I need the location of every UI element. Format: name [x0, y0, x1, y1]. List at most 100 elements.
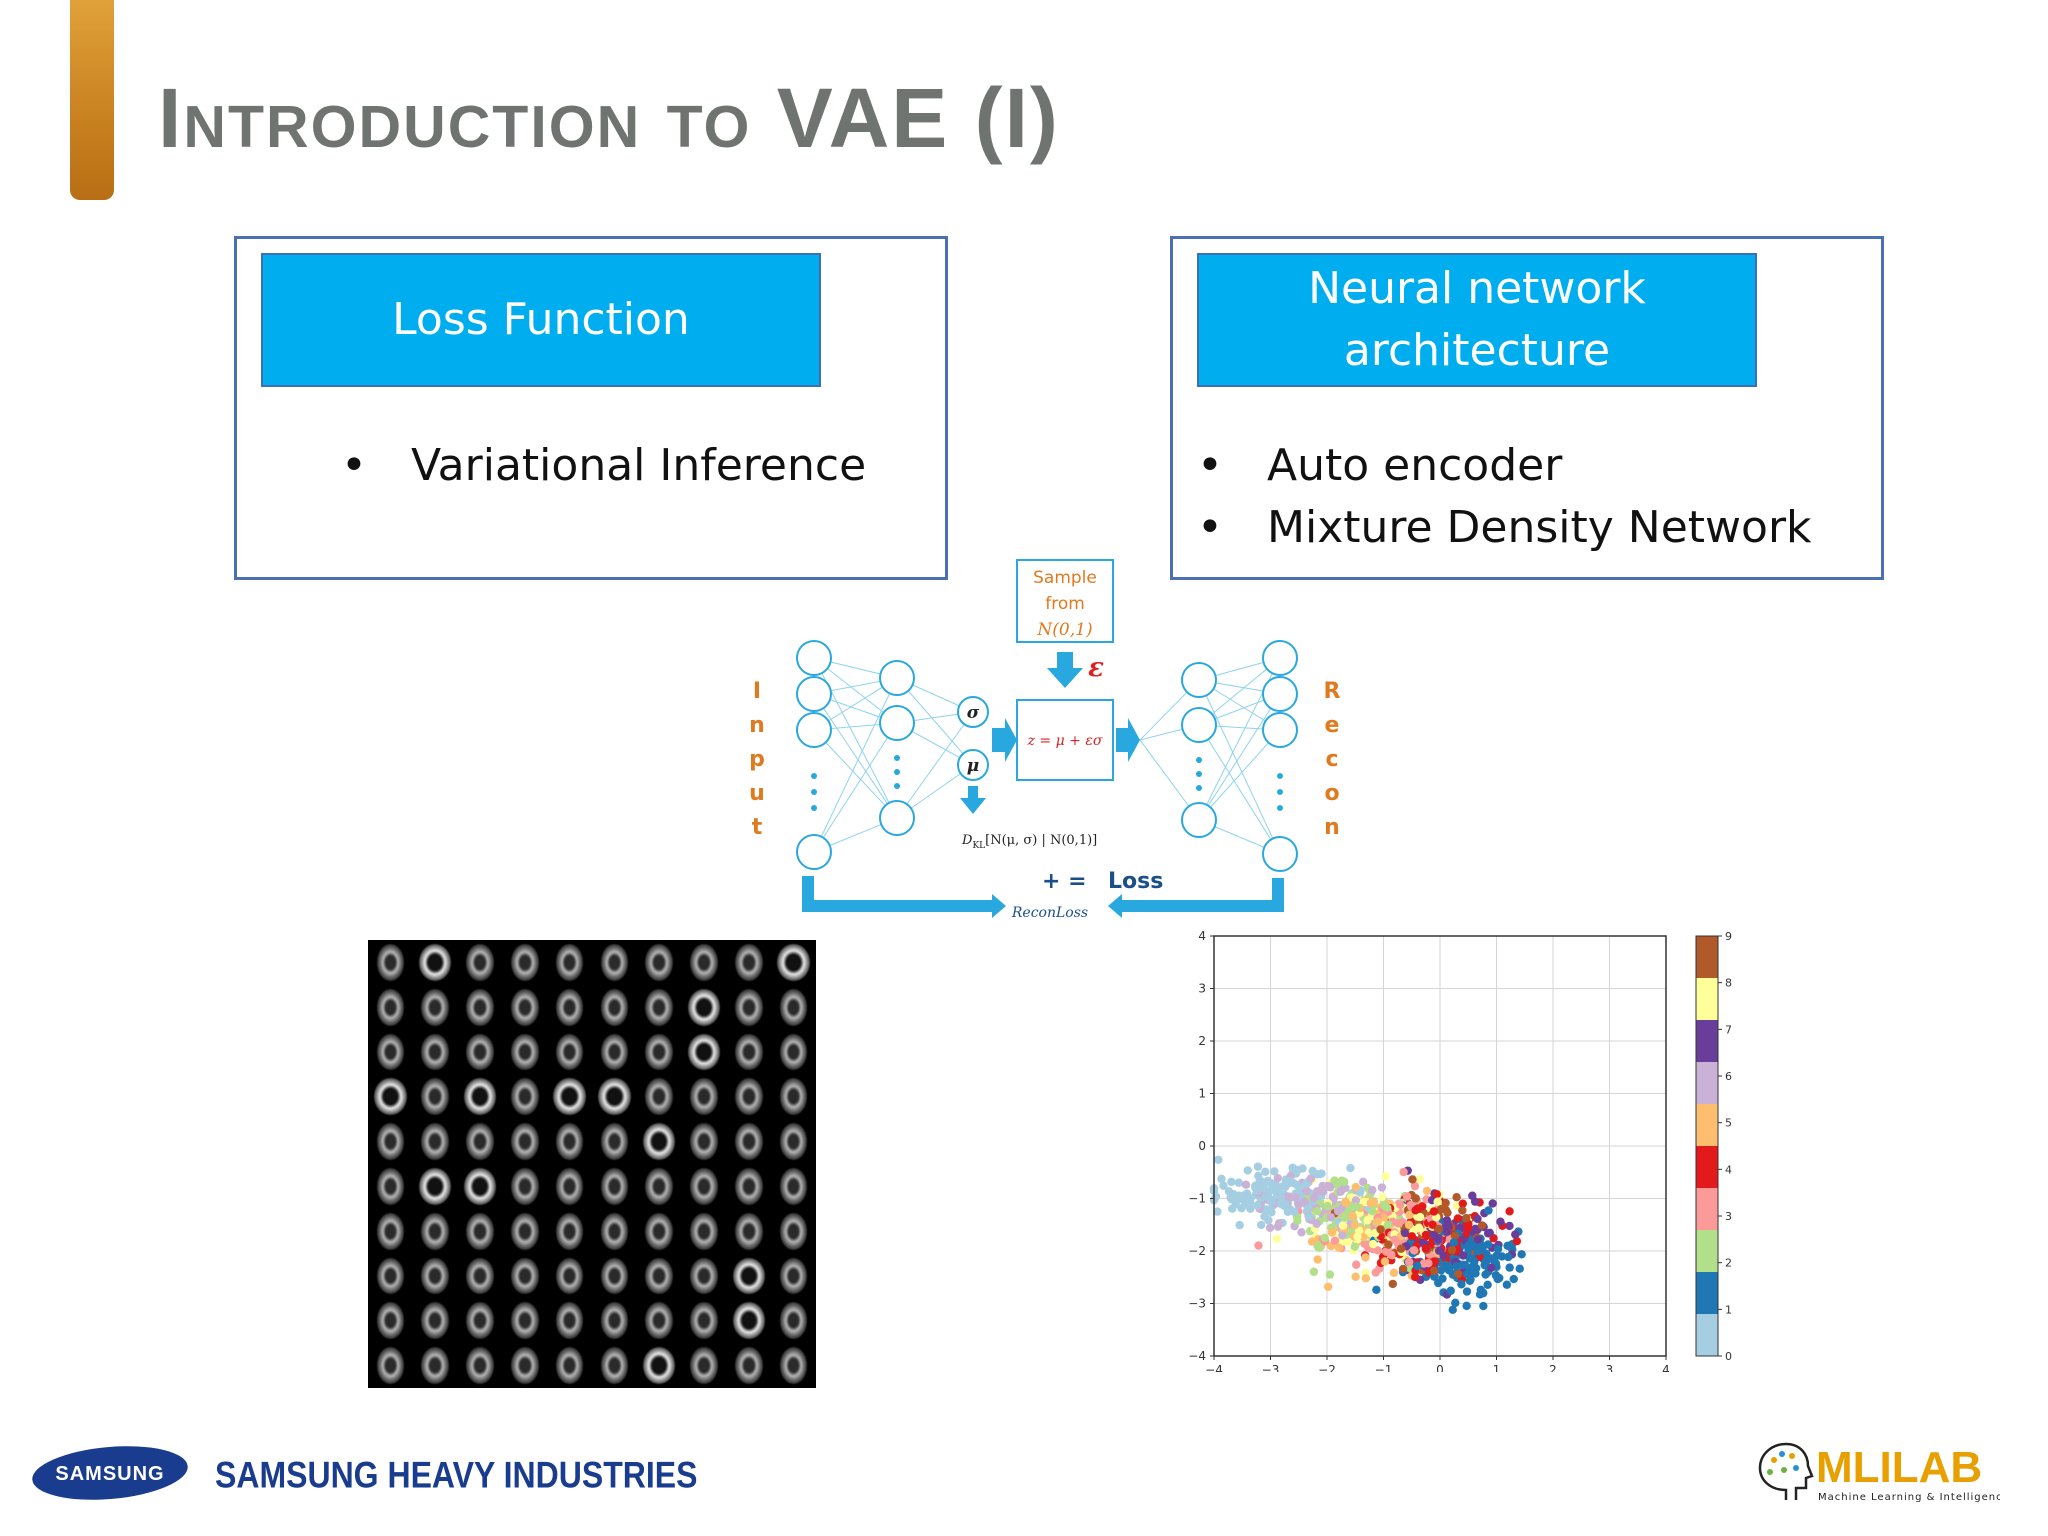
ellipsis-dots — [811, 755, 1283, 811]
connection-line — [1198, 729, 1281, 821]
y-tick-label: 4 — [1198, 929, 1206, 943]
scatter-point — [1368, 1207, 1377, 1216]
digit-image — [779, 1212, 808, 1250]
digit-image — [510, 1302, 539, 1340]
scatter-point — [1264, 1216, 1273, 1225]
architecture-header: Neural network architecture — [1197, 253, 1757, 387]
reconstruction-cell — [592, 1254, 637, 1299]
scatter-point — [1470, 1197, 1480, 1206]
scatter-point — [1352, 1260, 1361, 1269]
colorbar-segment — [1696, 1020, 1718, 1062]
digit-image — [645, 1033, 674, 1071]
x-tick-label: −4 — [1205, 1363, 1223, 1372]
digit-image — [510, 1033, 539, 1071]
digit-image — [421, 1257, 450, 1295]
digit-image — [419, 944, 452, 981]
reconstruction-cell — [413, 1164, 458, 1209]
reconstruction-cell — [771, 1164, 816, 1209]
reconstruction-cell — [458, 985, 503, 1030]
scatter-point — [1476, 1285, 1486, 1295]
reconstruction-cell — [771, 1254, 816, 1299]
scatter-point — [1298, 1164, 1307, 1173]
scatter-point — [1486, 1263, 1496, 1272]
reconstruction-cell — [682, 940, 727, 985]
digit-image — [421, 988, 450, 1026]
scatter-point — [1211, 1192, 1221, 1201]
digit-image — [376, 1168, 405, 1205]
architecture-bullets: Auto encoder Mixture Density Network — [1197, 435, 1812, 559]
scatter-point — [1390, 1235, 1399, 1245]
digit-image — [510, 988, 539, 1026]
digit-image — [421, 1212, 450, 1250]
recon-letter: n — [1324, 815, 1340, 840]
scatter-point — [1361, 1274, 1371, 1283]
digit-image — [376, 1347, 405, 1384]
scatter-point — [1511, 1230, 1520, 1239]
loss-label: Loss — [1108, 869, 1163, 894]
scatter-point — [1441, 1198, 1450, 1208]
scatter-point — [1483, 1229, 1493, 1238]
scatter-point — [1229, 1189, 1238, 1199]
input-node — [796, 676, 832, 712]
scatter-point — [1433, 1197, 1442, 1206]
y-tick-label: −4 — [1188, 1349, 1206, 1363]
digit-image — [376, 944, 405, 981]
reconstruction-cell — [458, 1030, 503, 1075]
reconstruction-cell — [547, 1074, 592, 1119]
scatter-point — [1462, 1213, 1471, 1223]
scatter-point — [1402, 1192, 1412, 1201]
digit-image — [421, 1078, 450, 1116]
x-tick-label: −2 — [1318, 1363, 1336, 1372]
scatter-point — [1316, 1169, 1325, 1179]
scatter-point — [1265, 1223, 1275, 1232]
kl-arrow — [960, 786, 986, 814]
scatter-point — [1336, 1187, 1345, 1196]
scatter-point — [1453, 1214, 1463, 1223]
colorbar-segment — [1696, 1314, 1718, 1356]
reconstruction-cell — [547, 1298, 592, 1343]
scatter-point — [1484, 1206, 1493, 1215]
y-tick-label: −3 — [1188, 1297, 1206, 1311]
reconstruction-cell — [592, 1164, 637, 1209]
sigma-symbol: σ — [967, 703, 980, 723]
digit-image — [466, 1257, 494, 1295]
reconstruction-cell — [726, 1164, 771, 1209]
digit-image — [555, 944, 584, 981]
reconstruction-cell — [547, 1209, 592, 1254]
scatter-point — [1405, 1257, 1414, 1267]
scatter-point — [1483, 1240, 1493, 1249]
epsilon-arrow — [1047, 652, 1083, 688]
reconstruction-cell — [771, 1298, 816, 1343]
colorbar-segment — [1696, 1104, 1718, 1146]
scatter-point — [1462, 1301, 1471, 1311]
scatter-point — [1326, 1183, 1335, 1192]
recon-label: R e c o n — [1324, 679, 1341, 840]
scatter-point — [1333, 1206, 1343, 1216]
scatter-point — [1330, 1176, 1339, 1185]
scatter-point — [1434, 1246, 1444, 1255]
reconstruction-cell — [771, 985, 816, 1030]
reconstruction-cell — [592, 1343, 637, 1388]
z-box — [1016, 699, 1114, 781]
recon-letter: R — [1324, 679, 1341, 704]
scatter-point — [1465, 1276, 1474, 1286]
scatter-point — [1470, 1257, 1479, 1266]
digit-image — [376, 1302, 405, 1340]
digit-image — [553, 1078, 586, 1116]
x-tick-label: 3 — [1606, 1363, 1614, 1372]
connection-line — [896, 711, 974, 819]
digit-image — [376, 988, 405, 1026]
input-node — [796, 640, 832, 676]
digit-image — [734, 1347, 763, 1384]
scatter-point — [1452, 1262, 1461, 1271]
scatter-point — [1383, 1203, 1392, 1213]
digit-image — [690, 1123, 718, 1160]
digit-image — [779, 1078, 808, 1116]
digit-image — [555, 1347, 584, 1384]
scatter-point — [1450, 1231, 1460, 1240]
x-tick-label: 0 — [1436, 1363, 1444, 1372]
scatter-point — [1457, 1280, 1466, 1289]
reconstruction-cell — [368, 1343, 413, 1388]
scatter-point — [1361, 1253, 1370, 1262]
colorbar-segment — [1696, 978, 1718, 1020]
